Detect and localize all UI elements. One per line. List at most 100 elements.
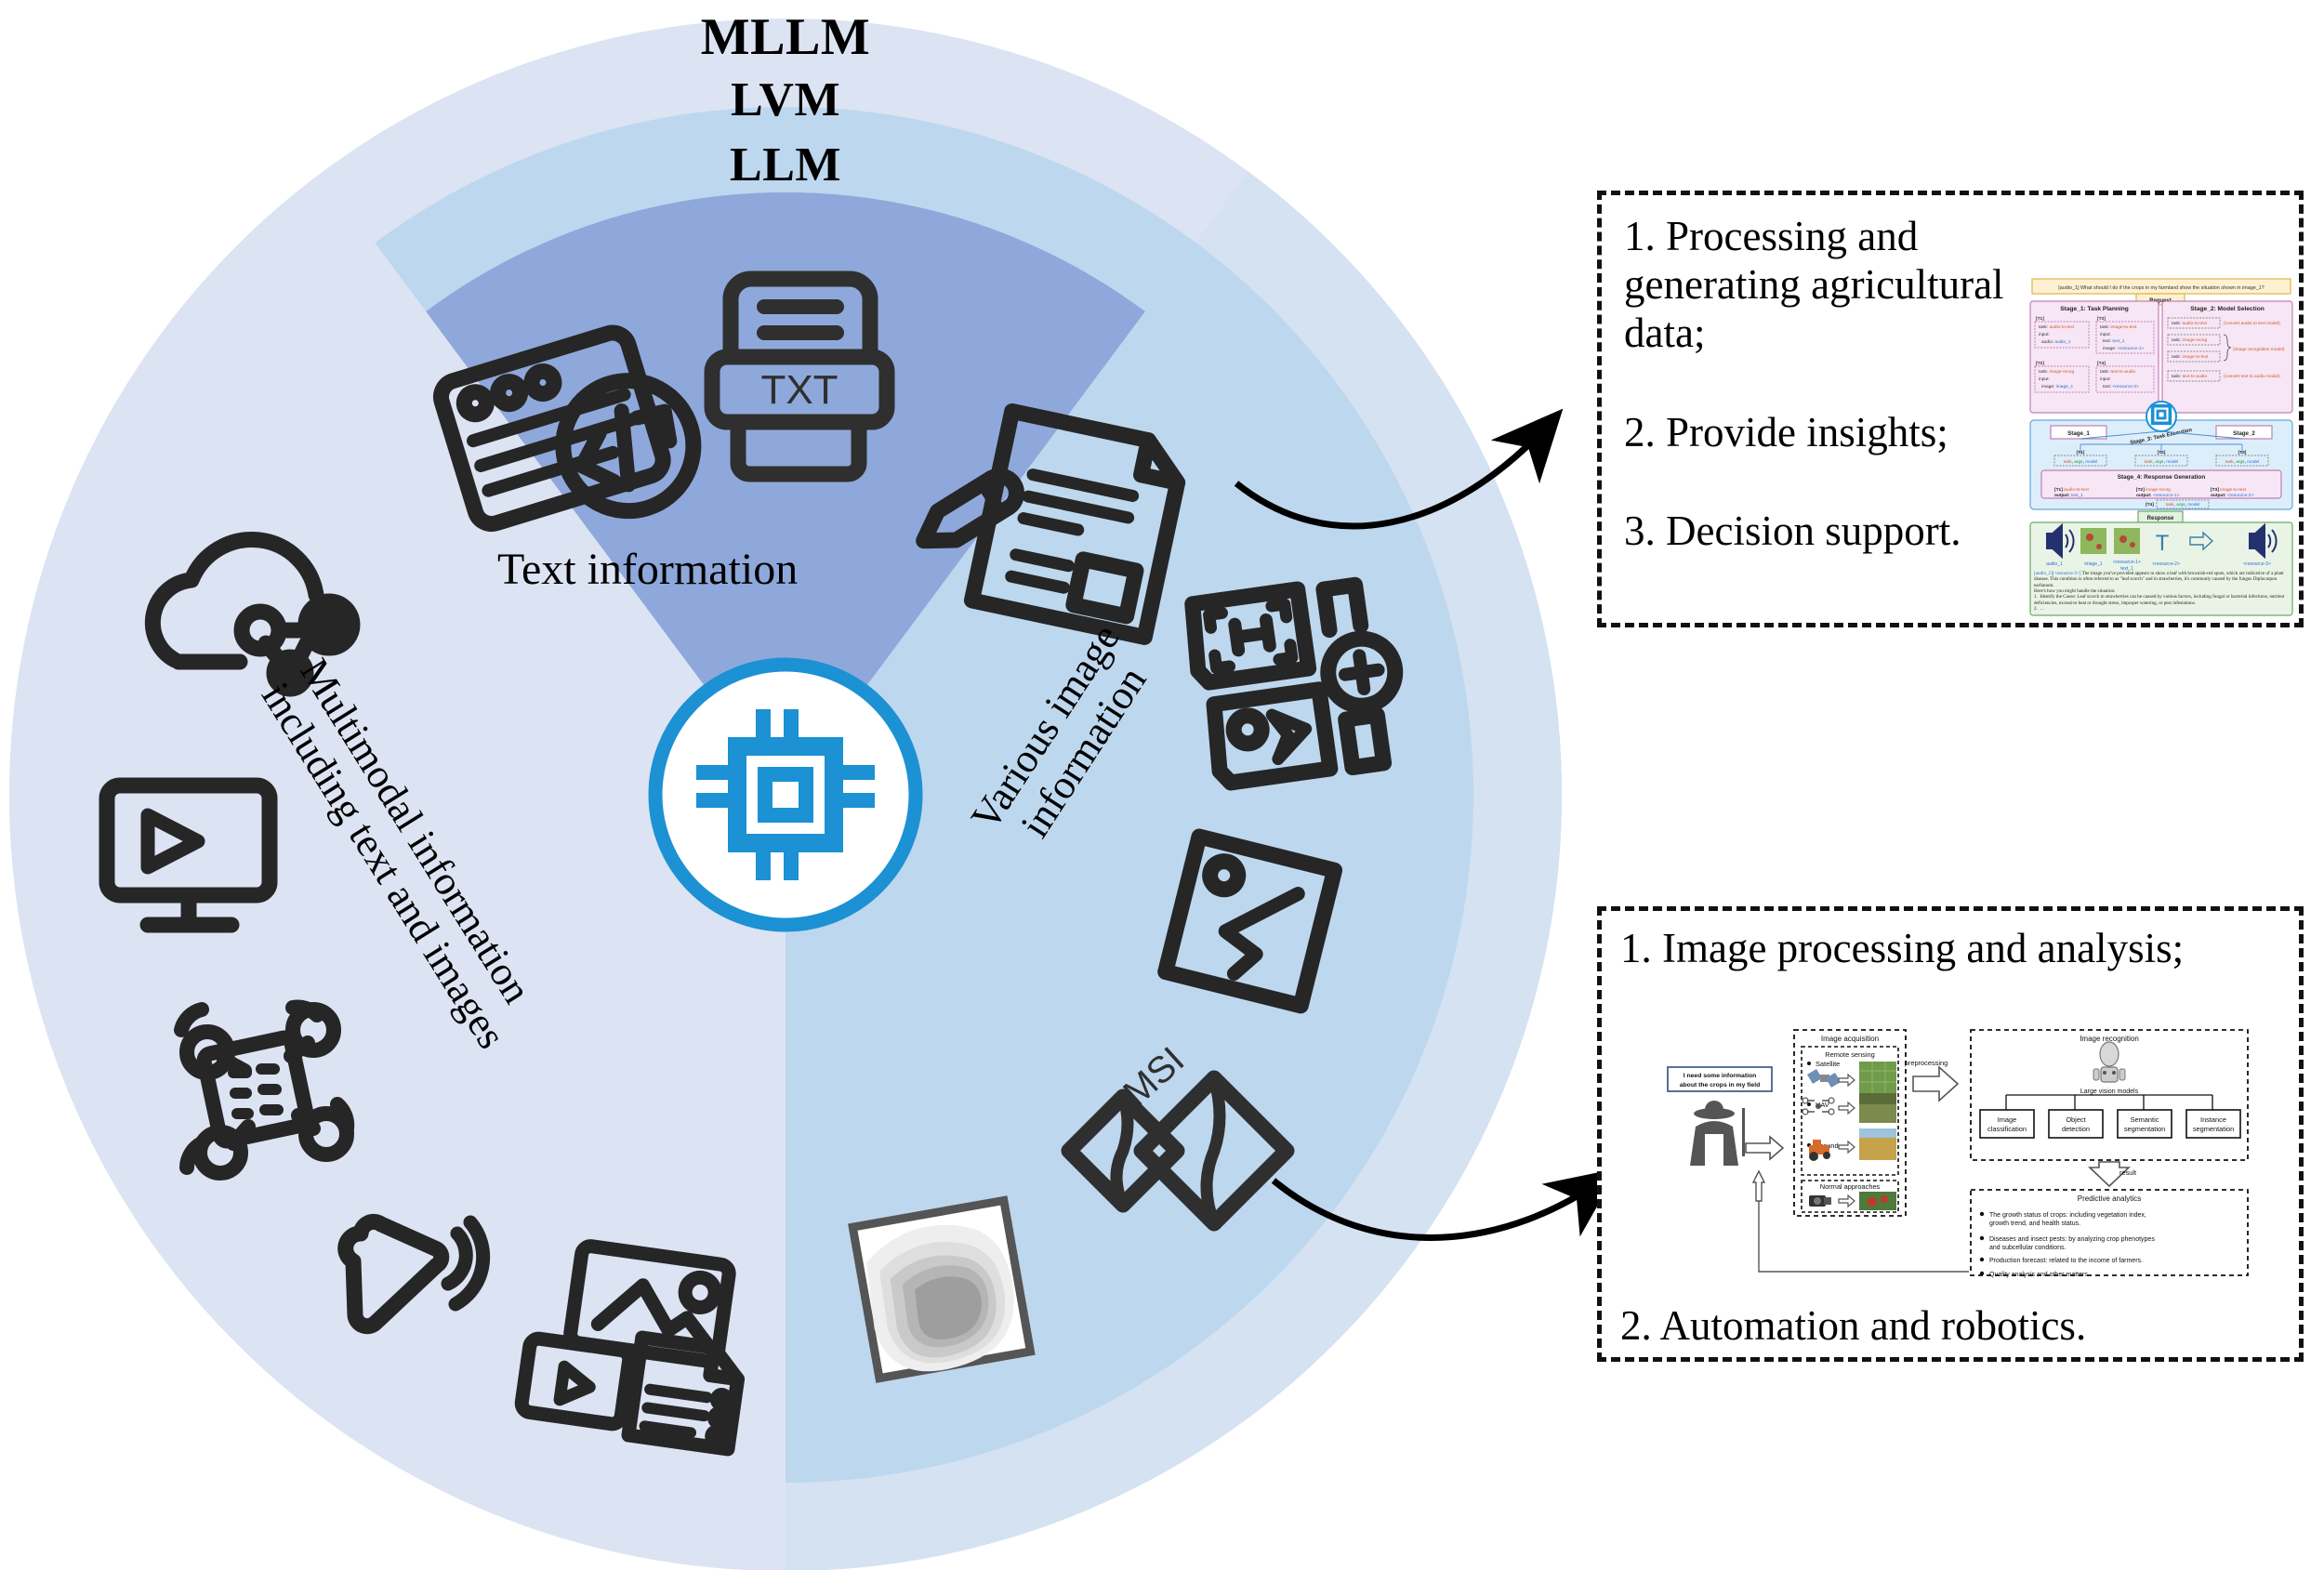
cpu-chip-icon <box>696 709 875 880</box>
thermal-contour-image-icon <box>848 1195 1036 1383</box>
svg-text:Instance: Instance <box>2200 1115 2226 1124</box>
code-translate-window-icon <box>432 324 702 533</box>
svg-text:Normal approaches: Normal approaches <box>1820 1182 1881 1191</box>
svg-text:text: <resource-2>: text: <resource-2> <box>2103 384 2139 389</box>
svg-text:Stage_1: Stage_1 <box>2067 430 2090 437</box>
svg-text:(image recognition model): (image recognition model) <box>2233 347 2285 352</box>
callout-bottom-item-1: 1. Image processing and analysis; <box>1620 925 2185 971</box>
svg-text:Quality analysis and other mat: Quality analysis and other matters. <box>1989 1272 2090 1278</box>
image-annotation-detection-icon <box>1184 576 1404 791</box>
callout-bottom-item-2: 2. Automation and robotics. <box>1620 1301 2087 1349</box>
wedge-llm-right <box>786 192 1388 1397</box>
svg-text:[T1]: [T1] <box>2036 316 2044 322</box>
svg-text:task: text-to-audio: task: text-to-audio <box>2100 369 2135 375</box>
svg-text:input:: input: <box>2100 376 2111 382</box>
svg-text:[T3] image-to-text: [T3] image-to-text <box>2211 487 2247 493</box>
svg-text:[T1] audio-to-text: [T1] audio-to-text <box>2054 487 2089 493</box>
svg-text:task: image-recog: task: image-recog <box>2039 369 2074 375</box>
svg-text:audio_1: audio_1 <box>2046 561 2063 567</box>
svg-text:about the crops in my field: about the crops in my field <box>1680 1082 1760 1088</box>
callout-top-item-3: 3. Decision support. <box>1624 507 1961 554</box>
speaker-audio-icon <box>337 1213 491 1335</box>
svg-text:audio: audio_1: audio: audio_1 <box>2041 339 2071 345</box>
svg-text:preprocessing: preprocessing <box>1905 1059 1948 1067</box>
svg-text:Stage_2: Stage_2 <box>2233 430 2255 437</box>
svg-text:Stage_2: Model Selection: Stage_2: Model Selection <box>2190 306 2265 312</box>
svg-text:UAV: UAV <box>1816 1101 1829 1109</box>
callout-top-item-2: 2. Provide insights; <box>1624 408 1948 455</box>
svg-text:(convert audio to text model): (convert audio to text model) <box>2224 321 2280 326</box>
svg-text:task, args, model: task, args, model <box>2225 459 2260 465</box>
svg-text:[T4]: [T4] <box>2097 361 2106 366</box>
txt-file-label: TXT <box>760 367 838 413</box>
svg-text:<resource-1>: <resource-1> <box>2113 560 2141 565</box>
sector-label-text: Text information <box>497 545 799 594</box>
cloud-network-icon <box>144 532 361 697</box>
svg-text:input:: input: <box>2100 332 2111 337</box>
svg-text:Image recognition: Image recognition <box>2080 1035 2139 1043</box>
svg-text:classification: classification <box>1987 1125 2027 1133</box>
svg-text:[T4]: [T4] <box>2146 502 2154 508</box>
svg-text:input:: input: <box>2039 332 2050 337</box>
callout-top-item-1: 1. Processing and generating agricultura… <box>1624 213 2004 357</box>
svg-text:[T3]: [T3] <box>2097 316 2106 322</box>
svg-text:image: <resource-1>: image: <resource-1> <box>2103 346 2144 351</box>
svg-text:task: audio-to-text: task: audio-to-text <box>2172 321 2208 326</box>
svg-text:T: T <box>2156 531 2170 556</box>
document-pen-icon <box>916 402 1186 645</box>
svg-text:task: image-to-text: task: image-to-text <box>2100 324 2137 330</box>
llm-agent-pipeline-thumbnail: [audio_1] What should I do if the crops … <box>2027 275 2296 619</box>
svg-text:detection: detection <box>2062 1125 2090 1133</box>
svg-text:Image: Image <box>1998 1115 2017 1124</box>
svg-text:task: audio-to-text: task: audio-to-text <box>2039 324 2075 330</box>
svg-text:output: text_1: output: text_1 <box>2054 493 2083 498</box>
svg-text:Image acquisition: Image acquisition <box>1821 1035 1879 1043</box>
thumb-request-bar: [audio_1] What should I do if the crops … <box>2058 285 2264 291</box>
svg-text:Stage_4: Response Generation: Stage_4: Response Generation <box>2118 474 2206 481</box>
drone-uav-icon <box>174 999 355 1181</box>
svg-text:task, args, model: task, args, model <box>2145 459 2179 465</box>
svg-text:text: text_1: text: text_1 <box>2103 338 2125 344</box>
svg-text:<resource-3>: <resource-3> <box>2243 561 2271 567</box>
svg-text:image_1: image_1 <box>2084 561 2102 567</box>
svg-text:image: image_1: image: image_1 <box>2041 384 2073 389</box>
svg-text:output: <resource-2>: output: <resource-2> <box>2211 493 2254 498</box>
svg-text:Object: Object <box>2066 1115 2085 1124</box>
svg-text:(convert text to audio model): (convert text to audio model) <box>2224 374 2280 379</box>
callout-top: 1. Processing and generating agricultura… <box>1597 191 2304 627</box>
image-analysis-pipeline-thumbnail: I need some information about the crops … <box>1653 1004 2292 1283</box>
ring-label-llm: LLM <box>730 139 841 191</box>
svg-text:Satellite: Satellite <box>1816 1060 1840 1068</box>
txt-file-icon: TXT <box>704 270 895 482</box>
image-segmentation-icon <box>1157 828 1343 1014</box>
svg-text:Production forecast: related t: Production forecast: related to the inco… <box>1989 1258 2143 1264</box>
svg-text:output: <resource-1>: output: <resource-1> <box>2136 493 2180 498</box>
svg-text:Large vision models: Large vision models <box>2080 1088 2139 1095</box>
svg-text:segmentation: segmentation <box>2124 1125 2165 1133</box>
arrow-to-bottom-callout <box>1271 1168 1619 1241</box>
svg-text:task, args, model: task, args, model <box>2166 502 2200 508</box>
svg-text:[T2] image-recog: [T2] image-recog <box>2136 487 2171 493</box>
svg-text:task, args, model: task, args, model <box>2064 459 2098 465</box>
callout-top-list: 1. Processing and generating agricultura… <box>1624 212 2024 605</box>
svg-text:Stage_1: Task Planning: Stage_1: Task Planning <box>2060 306 2129 312</box>
callout-bottom-list: 1. Image processing and analysis; <box>1620 924 2282 972</box>
svg-text:task: image-to-text: task: image-to-text <box>2172 354 2209 360</box>
svg-text:<resource-2>: <resource-2> <box>2152 561 2180 567</box>
svg-text:growth trend, and health statu: growth trend, and health status. <box>1989 1220 2080 1227</box>
svg-text:[T2]: [T2] <box>2036 361 2044 366</box>
svg-text:Response: Response <box>2147 516 2174 521</box>
center-circle <box>648 657 923 932</box>
arrow-to-top-callout <box>1234 408 1564 530</box>
svg-text:task: image-recog: task: image-recog <box>2172 337 2207 343</box>
svg-text:segmentation: segmentation <box>2193 1125 2234 1133</box>
svg-text:text_1: text_1 <box>2120 566 2133 572</box>
svg-text:I need some information: I need some information <box>1684 1073 1757 1079</box>
svg-text:Request: Request <box>2149 298 2172 304</box>
svg-text:Predictive analytics: Predictive analytics <box>2078 1194 2141 1203</box>
svg-text:Remote sensing: Remote sensing <box>1825 1050 1874 1059</box>
